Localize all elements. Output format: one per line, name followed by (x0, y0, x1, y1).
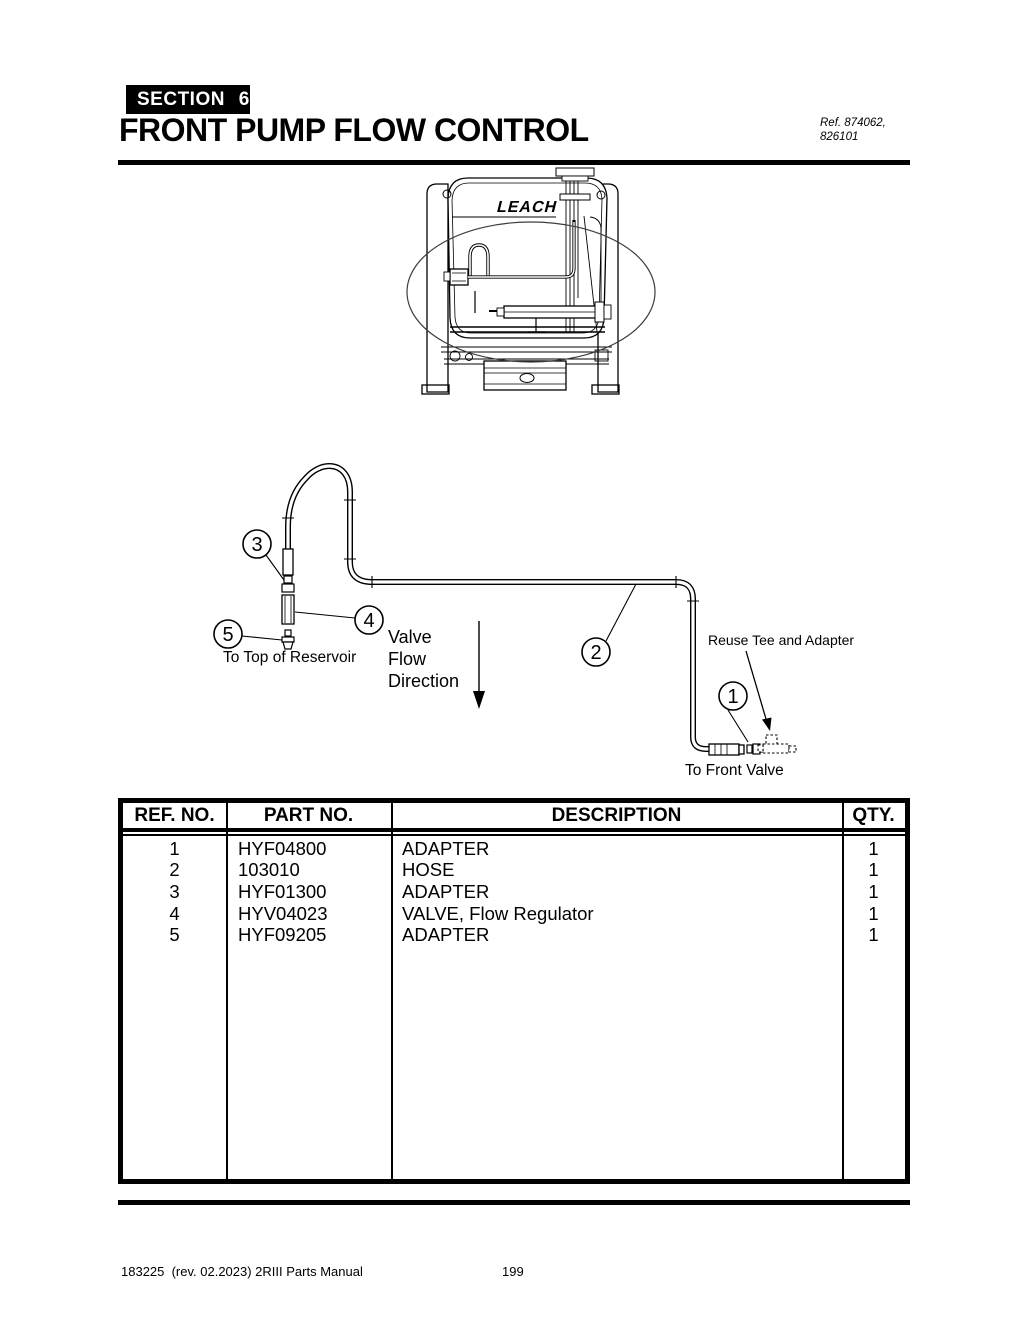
cell-ref: 3 (169, 880, 180, 902)
label-reuse-tee: Reuse Tee and Adapter (708, 632, 854, 648)
ref-line-1: Ref. 874062, (820, 117, 886, 129)
cell-qty: 1 (868, 902, 879, 924)
truck-illustration (421, 167, 620, 395)
footer-rule (118, 1200, 910, 1205)
svg-text:5: 5 (222, 624, 233, 646)
ref-line-2: 826101 (820, 130, 859, 143)
header-rule (118, 160, 910, 165)
header-qty: QTY. (852, 804, 895, 826)
table-divider-2 (391, 803, 393, 1179)
svg-text:1: 1 (727, 686, 738, 708)
reuse-tee-arrow (745, 650, 772, 731)
footer-page-number: 199 (502, 1264, 524, 1279)
table-row: 2 103010 HOSE 1 (123, 859, 905, 881)
cell-part: HYF04800 (238, 837, 327, 859)
label-valve-flow-3: Direction (388, 671, 459, 691)
cell-desc: ADAPTER (402, 924, 490, 946)
hose-end-fitting (708, 743, 745, 756)
header-ref-no: REF. NO. (134, 804, 215, 826)
label-to-front-valve: To Front Valve (685, 762, 784, 779)
adapter-5-part (281, 629, 295, 650)
highlight-ellipse (406, 221, 656, 363)
cell-part: 103010 (238, 859, 300, 881)
label-to-top-of-reservoir: To Top of Reservoir (223, 649, 356, 666)
header-separator-thin (123, 834, 905, 836)
cell-part: HYF09205 (238, 924, 327, 946)
svg-text:2: 2 (590, 642, 601, 664)
header-description: DESCRIPTION (551, 804, 682, 826)
diagram-canvas: LEACH (213, 167, 854, 779)
table-header-row: REF. NO. PART NO. DESCRIPTION QTY. (123, 803, 905, 828)
adapter-3-part (281, 575, 295, 593)
callout-4: 4 (354, 605, 384, 635)
cell-part: HYV04023 (238, 902, 328, 924)
cell-ref: 1 (169, 837, 180, 859)
reference-numbers: Ref. 874062, 826101 (820, 117, 886, 144)
callout-2: 2 (581, 637, 611, 667)
cell-desc: ADAPTER (402, 837, 490, 859)
footer-manual-info: 183225 (rev. 02.2023) 2RIII Parts Manual (121, 1264, 363, 1279)
cell-qty: 1 (868, 837, 879, 859)
hose-assembly-drawing (281, 462, 797, 756)
header-separator-thick (123, 828, 905, 832)
flow-regulator-valve-part (281, 594, 295, 625)
parts-table: REF. NO. PART NO. DESCRIPTION QTY. 1 HYF… (118, 798, 910, 1184)
header-part-no: PART NO. (263, 804, 354, 826)
leach-logo: LEACH (495, 198, 559, 216)
callout-5: 5 (213, 619, 243, 649)
label-valve-flow-2: Flow (388, 649, 427, 669)
page-title: FRONT PUMP FLOW CONTROL (119, 112, 589, 148)
hose-crimp (282, 548, 294, 576)
cell-desc: ADAPTER (402, 880, 490, 902)
cell-qty: 1 (868, 859, 879, 881)
flow-direction-arrow (473, 621, 485, 709)
table-row: 5 HYF09205 ADAPTER 1 (123, 924, 905, 946)
callout-leaders (241, 554, 749, 743)
cell-ref: 4 (169, 902, 180, 924)
table-row: 4 HYV04023 VALVE, Flow Regulator 1 (123, 903, 905, 925)
cell-qty: 1 (868, 924, 879, 946)
table-divider-1 (226, 803, 228, 1179)
table-body: 1 HYF04800 ADAPTER 1 2 103010 HOSE 1 3 H… (123, 836, 905, 946)
cell-desc: VALVE, Flow Regulator (402, 902, 594, 924)
cell-desc: HOSE (402, 859, 455, 881)
table-row: 3 HYF01300 ADAPTER 1 (123, 881, 905, 903)
cell-qty: 1 (868, 880, 879, 902)
cell-ref: 5 (169, 924, 180, 946)
callout-1: 1 (718, 681, 748, 711)
svg-text:4: 4 (363, 610, 374, 632)
callout-3: 3 (242, 529, 272, 559)
section-label: SECTION 6 (126, 85, 250, 114)
svg-text:3: 3 (251, 534, 262, 556)
header-separator-gap (123, 832, 905, 834)
reuse-tee-part (757, 734, 797, 754)
table-divider-3 (842, 803, 844, 1179)
cell-part: HYF01300 (238, 880, 327, 902)
table-row: 1 HYF04800 ADAPTER 1 (123, 838, 905, 860)
label-valve-flow-1: Valve (388, 627, 432, 647)
callouts: 3 4 5 2 1 (213, 529, 748, 711)
cell-ref: 2 (169, 859, 180, 881)
